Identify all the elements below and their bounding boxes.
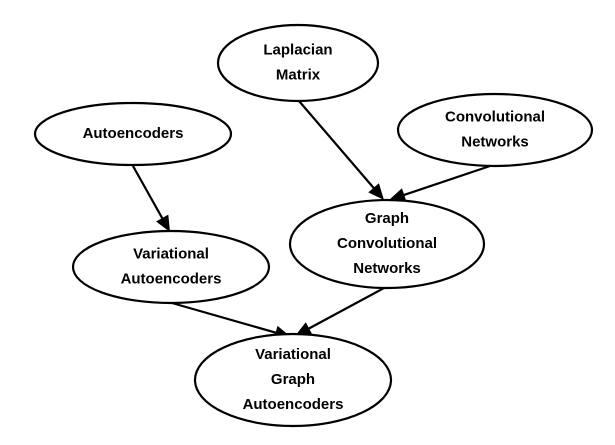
edge-line (306, 287, 385, 331)
edges-layer (132, 100, 497, 340)
node-label-line: Networks (353, 260, 421, 277)
node-autoencoders: Autoencoders (33, 101, 233, 167)
node-label-line: Convolutional (337, 235, 437, 252)
node-label-line: Graph (365, 210, 409, 227)
edge-gcn-to-vgae (295, 287, 385, 336)
node-label-line: Autoencoders (83, 125, 184, 142)
node-label-line: Convolutional (445, 108, 545, 125)
node-ellipse (288, 198, 486, 290)
edge-laplacian-to-gcn (298, 100, 384, 200)
node-label-line: Laplacian (263, 41, 332, 58)
nodes-layer: LaplacianMatrixAutoencodersConvolutional… (33, 23, 594, 428)
node-ellipse (193, 332, 393, 428)
arrowhead-icon (389, 188, 407, 202)
node-label-line: Networks (461, 133, 529, 150)
edge-line (401, 162, 497, 197)
node-label-line: Autoencoders (243, 396, 344, 413)
edge-convnets-to-gcn (389, 162, 497, 202)
node-ellipse (33, 101, 233, 167)
node-label-line: Variational (255, 346, 331, 363)
edge-line (171, 301, 278, 335)
node-label-line: Variational (133, 245, 209, 262)
edge-autoencoders-to-vae (132, 165, 170, 232)
node-ellipse (216, 23, 380, 103)
edge-line (298, 100, 376, 191)
node-ellipse (396, 92, 594, 168)
node-label-line: Graph (271, 371, 315, 388)
edge-line (132, 165, 165, 221)
arrowhead-icon (156, 214, 170, 232)
arrowhead-icon (295, 322, 313, 336)
node-ellipse (71, 229, 271, 305)
node-label-line: Matrix (276, 66, 321, 83)
node-label-line: Autoencoders (121, 270, 222, 287)
arrowhead-icon (368, 183, 384, 200)
